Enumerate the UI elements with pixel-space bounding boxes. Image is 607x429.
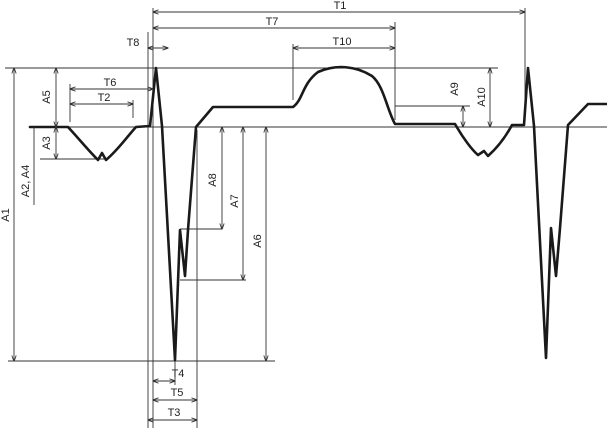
label-t1: T1: [334, 0, 347, 12]
label-t3: T3: [168, 407, 181, 419]
label-a10: A10: [476, 87, 488, 107]
time-dimensions: [70, 12, 525, 420]
label-t5: T5: [171, 387, 184, 399]
label-t2: T2: [98, 92, 111, 104]
label-t7: T7: [266, 16, 279, 28]
label-a2-a4: A2, A4: [20, 165, 32, 197]
label-a6: A6: [252, 234, 264, 247]
label-t8: T8: [127, 37, 140, 49]
time-labels: T1 T7 T10 T8 T6 T2 T4 T5 T3: [98, 0, 352, 419]
label-a3: A3: [41, 136, 53, 149]
label-a8: A8: [207, 173, 219, 186]
amplitude-labels: A1 A5 A3 A2, A4 A8 A7 A6 A9 A10: [0, 82, 488, 247]
amplitude-dimensions: [14, 68, 490, 361]
label-t4: T4: [172, 368, 185, 380]
reference-lines: [5, 8, 607, 428]
label-a7: A7: [229, 194, 241, 207]
label-t10: T10: [333, 36, 352, 48]
label-a1: A1: [0, 208, 12, 221]
waveform-trace: [28, 65, 607, 362]
label-a5: A5: [41, 90, 53, 103]
label-t6: T6: [104, 77, 117, 89]
label-a9: A9: [449, 82, 461, 95]
